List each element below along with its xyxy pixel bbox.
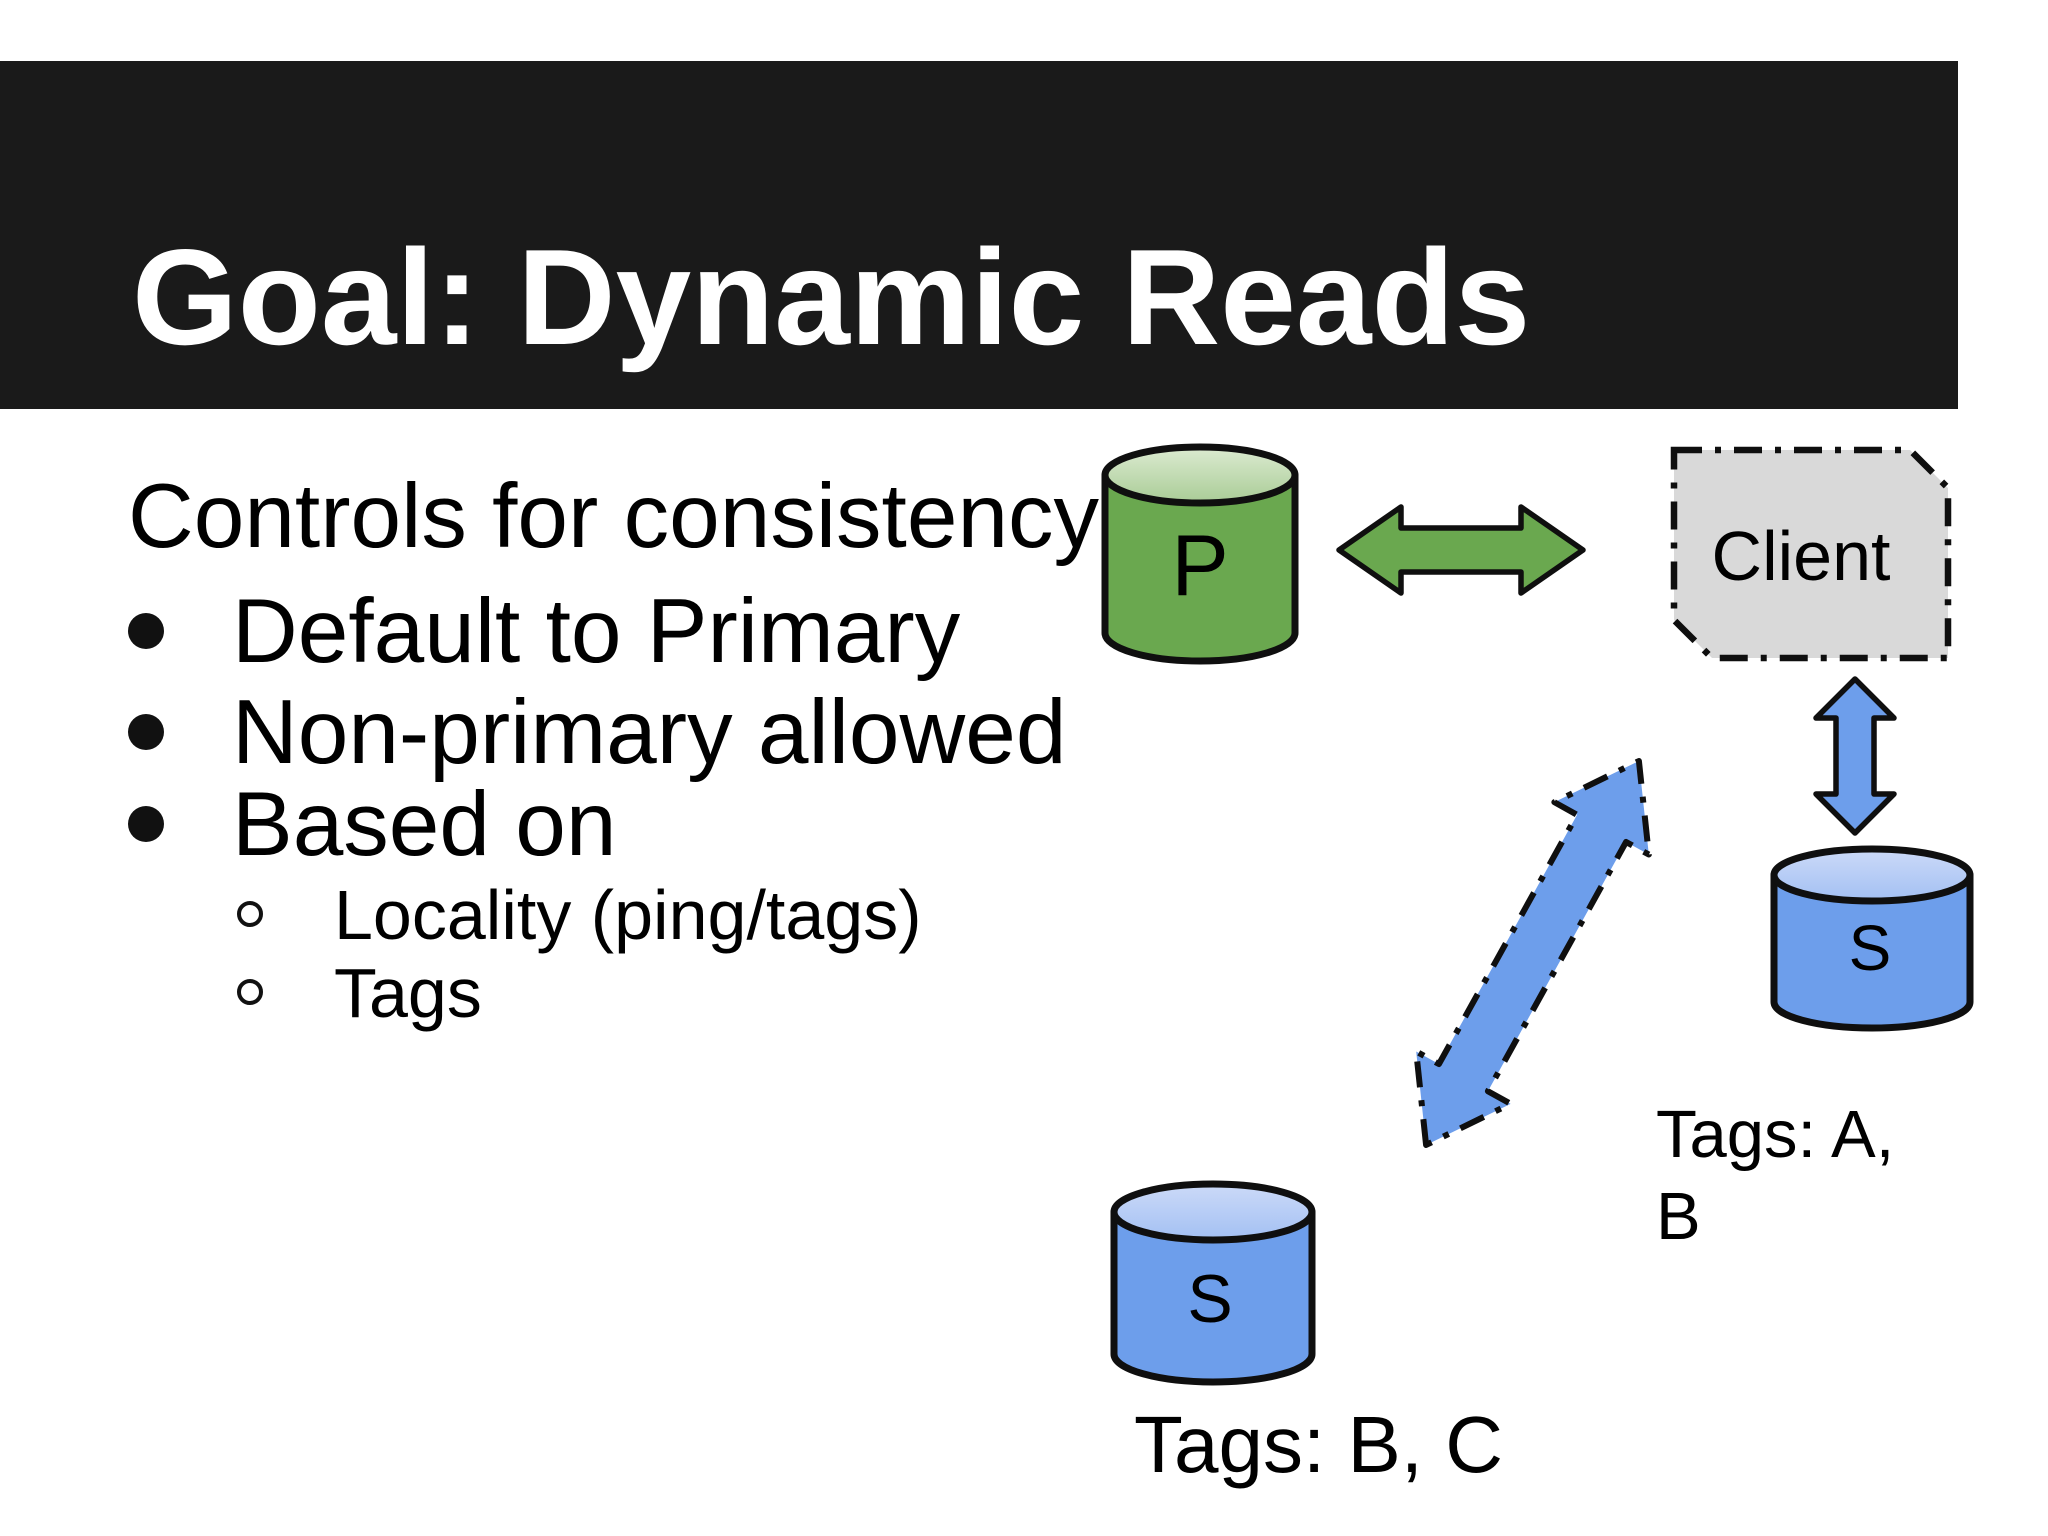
secondary-database-cylinder-bottom: S [1110, 1180, 1316, 1386]
bullet-item: Non-primary allowed [232, 682, 1067, 783]
primary-node-label: P [1171, 518, 1228, 614]
slide-title: Goal: Dynamic Reads [132, 221, 1531, 373]
bullet-circle-icon [237, 979, 263, 1005]
bullet-dot-icon [128, 613, 164, 649]
blue-diagonal-dashed-double-arrow [1413, 758, 1652, 1148]
green-double-arrow [1336, 504, 1586, 596]
client-node: Client [1670, 446, 1952, 662]
primary-database-cylinder: P [1101, 443, 1299, 665]
bullet-dot-icon [128, 714, 164, 750]
bullet-dot-icon [128, 806, 164, 842]
bullet-item: Default to Primary [232, 581, 961, 682]
body-heading: Controls for consistency [128, 466, 1100, 567]
client-node-label: Client [1712, 517, 1891, 595]
bullet-item: Based on [232, 774, 617, 875]
tags-label-right-line1: Tags: A, [1656, 1097, 1895, 1172]
tags-label-right-line2: B [1656, 1179, 1701, 1254]
secondary-database-cylinder-right: S [1770, 845, 1974, 1032]
sub-bullet-item: Locality (ping/tags) [334, 876, 922, 954]
bullet-circle-icon [237, 901, 263, 927]
tags-label-bottom: Tags: B, C [1134, 1400, 1504, 1489]
secondary-bottom-label: S [1187, 1261, 1232, 1337]
sub-bullet-item: Tags [334, 954, 482, 1032]
title-bar: Goal: Dynamic Reads [0, 61, 1958, 409]
blue-vertical-double-arrow [1813, 676, 1897, 836]
secondary-right-label: S [1849, 912, 1892, 984]
